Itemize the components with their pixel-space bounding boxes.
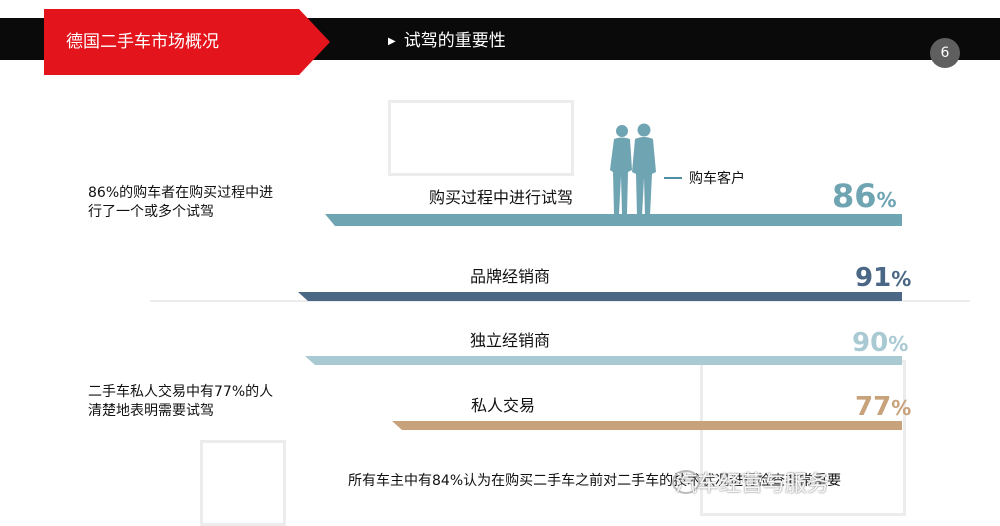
row-label-test-drive: 购买过程中进行试驾 (429, 188, 574, 207)
note-test-drive: 86%的购车者在购买过程中进 行了一个或多个试驾 (88, 184, 273, 222)
slide-subtitle: ▶ 试驾的重要性 (388, 26, 506, 51)
percent-symbol: % (891, 267, 912, 291)
percent-symbol: % (888, 332, 909, 356)
background-watermark-frame (200, 440, 286, 526)
customer-silhouette-icon (610, 123, 656, 216)
bar-private-sale (392, 421, 902, 430)
footer-statement: 所有车主中有84%认为在购买二手车之前对二手车的技术状况进行检查非常重要 (348, 473, 842, 489)
subtitle-text: 试驾的重要性 (403, 31, 506, 51)
note-line: 清楚地表明需要试驾 (88, 403, 214, 419)
brand-watermark: 汽车经营与服务 (675, 472, 830, 497)
background-watermark-frame (388, 100, 574, 176)
percent-symbol: % (891, 396, 912, 420)
percent-independent-dealer: 90% (852, 328, 908, 358)
section-tab: 德国二手车市场概况 (44, 9, 330, 75)
note-private: 二手车私人交易中有77%的人 清楚地表明需要试驾 (88, 383, 273, 421)
page-number: 6 (930, 38, 960, 68)
bar-independent-dealer (305, 356, 902, 365)
section-title: 德国二手车市场概况 (66, 32, 219, 52)
percent-symbol: % (876, 188, 897, 212)
percent-value: 91 (855, 263, 892, 293)
bar-brand-dealer (298, 292, 902, 301)
percent-private-sale: 77% (855, 392, 911, 422)
note-line: 86%的购车者在购买过程中进 (88, 185, 274, 201)
percent-test-drive: 86% (832, 177, 897, 215)
note-line: 行了一个或多个试驾 (88, 204, 214, 220)
percent-brand-dealer: 91% (855, 263, 911, 293)
legend-line (664, 177, 682, 179)
percent-value: 86 (832, 177, 877, 215)
percent-value: 77 (855, 392, 892, 422)
row-label-private-sale: 私人交易 (471, 396, 536, 415)
triangle-bullet-icon: ▶ (388, 36, 396, 47)
row-label-independent-dealer: 独立经销商 (470, 331, 551, 350)
note-line: 二手车私人交易中有77%的人 (88, 384, 274, 400)
wechat-icon (672, 470, 700, 494)
bar-test-drive (325, 214, 902, 226)
percent-value: 90 (852, 328, 889, 358)
background-watermark-frame (150, 300, 970, 303)
legend-customer-label: 购车客户 (689, 171, 745, 187)
row-label-brand-dealer: 品牌经销商 (470, 267, 551, 286)
